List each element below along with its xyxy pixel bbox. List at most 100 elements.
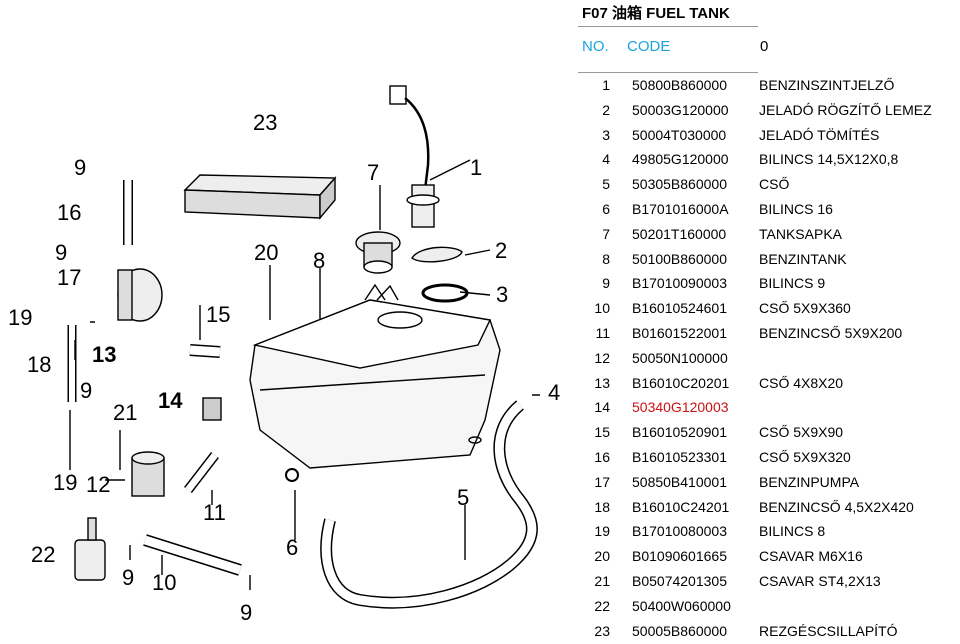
header-code: CODE (627, 38, 671, 55)
part-desc-cell: CSŐ 5X9X320 (759, 449, 851, 465)
svg-text:10: 10 (152, 570, 176, 595)
part-no-cell: 20 (594, 548, 610, 565)
part-desc-cell: CSAVAR ST4,2X13 (759, 573, 881, 589)
table-row: 19 B17010080003 BILINCS 8 (578, 519, 960, 544)
header-no: NO. (582, 38, 609, 55)
part-code-cell: 50400W060000 (632, 597, 731, 614)
part-no-cell: 18 (594, 498, 610, 515)
part-no-cell: 21 (594, 573, 610, 589)
svg-text:9: 9 (122, 565, 134, 590)
part-desc-cell: REZGÉSCSILLAPÍTÓ (759, 622, 898, 639)
table-row: 13 B16010C20201 CSŐ 4X8X20 (578, 371, 960, 396)
part-desc-cell: BILINCS 8 (759, 523, 826, 540)
svg-text:19: 19 (53, 470, 77, 495)
table-row: 22 50400W060000 (578, 594, 960, 619)
part-code-cell: 49805G120000 (632, 151, 729, 168)
part-code-cell: B16010523301 (632, 449, 727, 465)
part-desc-cell: CSŐ (759, 176, 790, 193)
part-no-cell: 17 (594, 473, 610, 490)
tank-cap-part (355, 231, 401, 274)
header-divider (578, 72, 758, 73)
part-code-cell: B17010090003 (632, 275, 727, 292)
svg-text:13: 13 (92, 342, 116, 367)
part-code-cell: 50340G120003 (632, 399, 729, 416)
part-no-cell: 4 (602, 151, 610, 168)
filter-assembly-part (131, 451, 165, 497)
part-no-cell: 9 (602, 275, 610, 292)
part-code-cell: B17010080003 (632, 523, 727, 540)
svg-text:15: 15 (206, 302, 230, 327)
fuel-level-sender-part (389, 85, 440, 228)
table-row: 12 50050N100000 (578, 346, 960, 371)
part-code-cell: 50005B860000 (632, 622, 727, 639)
part-no-cell: 2 (602, 101, 610, 118)
svg-text:6: 6 (286, 535, 298, 560)
part-desc-cell: BILINCS 16 (759, 201, 833, 217)
svg-text:5: 5 (457, 485, 469, 510)
fuel-pump-part (117, 268, 163, 322)
filter-cup-part (74, 517, 106, 581)
vibration-pad-part (183, 174, 337, 220)
callout-labels: 1 2 3 4 5 6 7 8 9 9 9 9 9 10 11 12 13 14… (8, 110, 560, 625)
svg-text:12: 12 (86, 472, 110, 497)
fuel-filter-part (202, 397, 222, 421)
part-no-cell: 10 (594, 300, 610, 317)
part-no-cell: 3 (602, 126, 610, 143)
svg-text:22: 22 (31, 542, 55, 567)
svg-text:14: 14 (158, 388, 183, 413)
part-code-cell: 50003G120000 (632, 101, 729, 118)
page-title: F07 油箱 FUEL TANK (582, 5, 730, 22)
part-no-cell: 13 (594, 374, 610, 391)
svg-text:17: 17 (57, 265, 81, 290)
part-no-cell: 22 (594, 597, 610, 614)
part-code-cell: 50100B860000 (632, 250, 727, 267)
part-desc-cell: BENZINSZINTJELZŐ (759, 77, 895, 93)
fuel-tank-part (249, 283, 501, 469)
svg-text:9: 9 (80, 378, 92, 403)
part-desc-cell: BILINCS 9 (759, 275, 826, 292)
part-code-cell: 50800B860000 (632, 77, 727, 93)
svg-text:18: 18 (27, 352, 51, 377)
part-no-cell: 8 (602, 250, 610, 267)
svg-text:19: 19 (8, 305, 32, 330)
part-desc-cell: JELADÓ RÖGZÍTŐ LEMEZ (759, 101, 932, 118)
part-code-cell: 50201T160000 (632, 225, 727, 242)
part-no-cell: 1 (602, 77, 610, 93)
table-row: 1 50800B860000 BENZINSZINTJELZŐ (578, 73, 960, 98)
part-code-cell: 50850B410001 (632, 473, 727, 490)
part-code-cell: B01601522001 (632, 325, 727, 341)
svg-text:8: 8 (313, 248, 325, 273)
part-desc-cell: BENZINCSŐ 4,5X2X420 (759, 498, 914, 515)
part-no-cell: 12 (594, 349, 610, 366)
part-code-cell: B16010C20201 (632, 374, 730, 391)
svg-text:3: 3 (496, 282, 508, 307)
part-code-cell: 50050N100000 (632, 349, 728, 366)
part-code-cell: B1701016000A (632, 201, 729, 217)
svg-text:7: 7 (367, 160, 379, 185)
part-desc-cell: CSŐ 5X9X90 (759, 424, 844, 441)
svg-text:9: 9 (55, 240, 67, 265)
fuel-tank-drawing: 1 2 3 4 5 6 7 8 9 9 9 9 9 10 11 12 13 14… (8, 85, 560, 625)
part-no-cell: 14 (594, 399, 610, 416)
clamp-16-part (285, 468, 299, 482)
table-row: 14 50340G120003 (578, 395, 960, 420)
svg-text:23: 23 (253, 110, 277, 135)
svg-text:4: 4 (548, 380, 560, 405)
part-no-cell: 19 (594, 523, 610, 540)
part-desc-cell: CSŐ 4X8X20 (759, 374, 844, 391)
